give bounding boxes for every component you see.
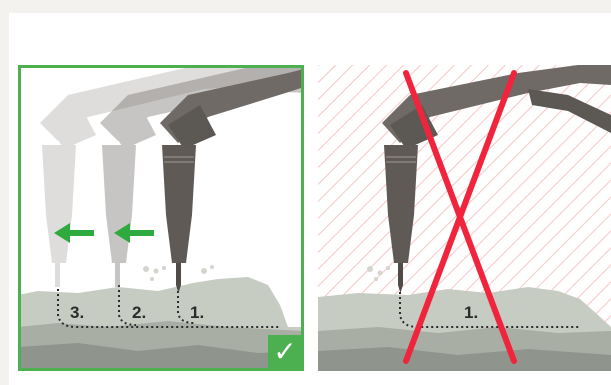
- correct-technique-drawing: [18, 65, 304, 371]
- ground-material: [318, 266, 611, 371]
- step-label-1: 1.: [190, 303, 205, 322]
- step-label-3: 3.: [70, 303, 85, 322]
- checkmark-glyph: ✓: [273, 335, 297, 368]
- correct-frame: [18, 65, 304, 371]
- correct-technique-panel: 3. 2. 1. ✓: [18, 65, 304, 371]
- fracture-lines: [57, 281, 280, 328]
- step-label-1: 1.: [464, 303, 479, 322]
- cross-icon: [403, 70, 517, 364]
- hydraulic-breaker: [160, 69, 304, 293]
- ground-material: [18, 265, 304, 371]
- incorrect-technique-drawing: [318, 65, 611, 371]
- incorrect-technique-panel: 1.: [318, 65, 611, 371]
- step-label-2: 2.: [132, 303, 147, 322]
- hydraulic-breaker: [382, 65, 611, 293]
- move-direction-arrows: [54, 223, 154, 243]
- checkmark-icon: ✓: [268, 335, 302, 369]
